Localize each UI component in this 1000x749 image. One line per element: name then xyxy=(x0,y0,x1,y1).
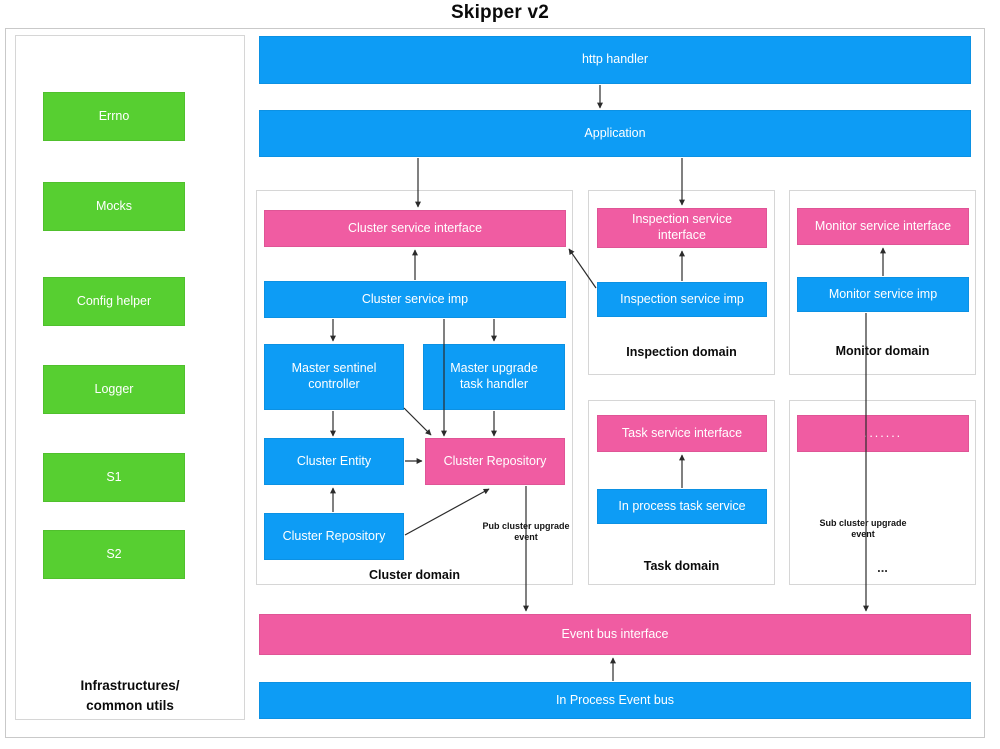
master-sentinel-controller-label-line2: controller xyxy=(308,377,360,391)
inspection-domain-label: Inspection domain xyxy=(588,345,775,359)
application-label: Application xyxy=(584,125,646,140)
other-domain-label-text: ... xyxy=(877,560,888,575)
inspection-service-imp-node[interactable]: Inspection service imp xyxy=(597,282,767,317)
cluster-service-interface-label: Cluster service interface xyxy=(347,220,483,235)
cluster-domain-label: Cluster domain xyxy=(256,568,573,582)
monitor-service-imp-label: Monitor service imp xyxy=(828,286,938,301)
sidebar-item-logger[interactable]: Logger xyxy=(43,365,185,414)
sidebar-item-label: Logger xyxy=(94,381,134,396)
monitor-service-interface-label: Monitor service interface xyxy=(814,218,952,233)
cluster-service-imp-label: Cluster service imp xyxy=(361,291,469,306)
other-service-placeholder-node[interactable]: ....... xyxy=(797,415,969,452)
in-process-task-service-label: In process task service xyxy=(618,498,746,513)
pub-note-line2: event xyxy=(514,532,538,543)
sidebar-item-label: S1 xyxy=(106,469,122,484)
sub-note-line2: event xyxy=(851,529,875,540)
monitor-domain-label-text: Monitor domain xyxy=(835,344,930,358)
task-service-interface-label: Task service interface xyxy=(621,425,743,440)
master-upgrade-task-handler-label-line1: Master upgrade xyxy=(450,361,538,376)
cluster-repository-blue-node[interactable]: Cluster Repository xyxy=(264,513,404,560)
sidebar-item-label: Mocks xyxy=(95,198,133,213)
application-node[interactable]: Application xyxy=(259,110,971,157)
task-domain-label: Task domain xyxy=(588,559,775,573)
in-process-task-service-node[interactable]: In process task service xyxy=(597,489,767,524)
http-handler-node[interactable]: http handler xyxy=(259,36,971,84)
inspection-service-interface-label-line2: interface xyxy=(658,228,706,242)
master-sentinel-controller-node[interactable]: Master sentinel controller xyxy=(264,344,404,410)
cluster-entity-node[interactable]: Cluster Entity xyxy=(264,438,404,485)
master-sentinel-controller-label-line1: Master sentinel xyxy=(291,361,377,376)
other-service-placeholder-label: ....... xyxy=(863,425,903,440)
http-handler-label: http handler xyxy=(581,52,649,67)
sidebar-item-s2[interactable]: S2 xyxy=(43,530,185,579)
page-title: Skipper v2 xyxy=(450,2,550,23)
inspection-service-interface-node[interactable]: Inspection service interface xyxy=(597,208,767,248)
cluster-repository-blue-label: Cluster Repository xyxy=(282,528,386,543)
inspection-domain-label-text: Inspection domain xyxy=(626,345,737,359)
monitor-service-imp-node[interactable]: Monitor service imp xyxy=(797,277,969,312)
in-process-event-bus-node[interactable]: In Process Event bus xyxy=(259,682,971,719)
cluster-service-interface-node[interactable]: Cluster service interface xyxy=(264,210,566,247)
sidebar-item-label: Config helper xyxy=(76,293,152,308)
pub-note-line1: Pub cluster upgrade xyxy=(482,521,570,531)
sidebar-item-s1[interactable]: S1 xyxy=(43,453,185,502)
pub-cluster-upgrade-event-note: Pub cluster upgrade event xyxy=(463,521,589,544)
cluster-service-imp-node[interactable]: Cluster service imp xyxy=(264,281,566,318)
task-service-interface-node[interactable]: Task service interface xyxy=(597,415,767,452)
monitor-domain-label: Monitor domain xyxy=(789,344,976,358)
master-upgrade-task-handler-node[interactable]: Master upgrade task handler xyxy=(423,344,565,410)
monitor-service-interface-node[interactable]: Monitor service interface xyxy=(797,208,969,245)
event-bus-interface-node[interactable]: Event bus interface xyxy=(259,614,971,655)
cluster-domain-label-text: Cluster domain xyxy=(369,568,460,582)
cluster-repository-pink-label: Cluster Repository xyxy=(443,453,547,468)
sidebar-item-errno[interactable]: Errno xyxy=(43,92,185,141)
inspection-service-imp-label: Inspection service imp xyxy=(620,291,744,306)
inspection-service-interface-label-line1: Inspection service xyxy=(631,212,733,227)
cluster-entity-label: Cluster Entity xyxy=(296,453,372,468)
event-bus-interface-label: Event bus interface xyxy=(561,626,669,641)
infrastructure-panel-label: Infrastructures/ common utils xyxy=(15,676,245,715)
sidebar-item-label: Errno xyxy=(98,108,130,123)
infrastructure-panel-label-line2: common utils xyxy=(86,697,174,713)
master-upgrade-task-handler-label-line2: task handler xyxy=(459,377,529,391)
sidebar-item-mocks[interactable]: Mocks xyxy=(43,182,185,231)
sub-note-line1: Sub cluster upgrade xyxy=(819,518,907,528)
sub-cluster-upgrade-event-note: Sub cluster upgrade event xyxy=(800,518,926,541)
infrastructure-panel-label-line1: Infrastructures/ xyxy=(80,678,180,693)
cluster-repository-pink-node[interactable]: Cluster Repository xyxy=(425,438,565,485)
other-domain-label: ... xyxy=(789,560,976,575)
sidebar-item-label: S2 xyxy=(106,546,122,561)
task-domain-label-text: Task domain xyxy=(643,559,720,573)
in-process-event-bus-label: In Process Event bus xyxy=(555,692,675,707)
sidebar-item-config-helper[interactable]: Config helper xyxy=(43,277,185,326)
